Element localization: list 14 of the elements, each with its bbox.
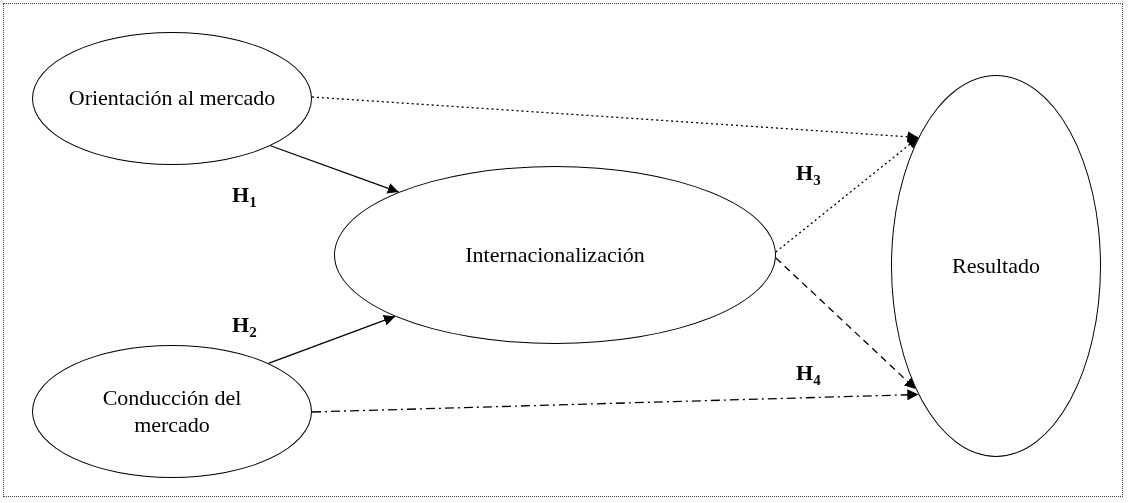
- arrow: [267, 315, 396, 364]
- node-label: Resultado: [951, 252, 1041, 280]
- arrow: [311, 96, 919, 143]
- arrow: [269, 145, 400, 194]
- arrow: [311, 389, 919, 413]
- arrow: [775, 257, 917, 390]
- node-label: Orientación al mercado: [67, 85, 277, 112]
- hypothesis-label: H$_{3}$: [796, 160, 821, 190]
- hypothesis-label: H$_{1}$: [232, 182, 257, 212]
- arrow: [775, 136, 919, 253]
- hypothesis-label: H$_{2}$: [232, 312, 257, 342]
- hypothesis-label: H$_{4}$: [796, 360, 821, 390]
- node-label: Internacionalización: [464, 241, 646, 269]
- node-label: Conducción del mercado: [101, 385, 243, 438]
